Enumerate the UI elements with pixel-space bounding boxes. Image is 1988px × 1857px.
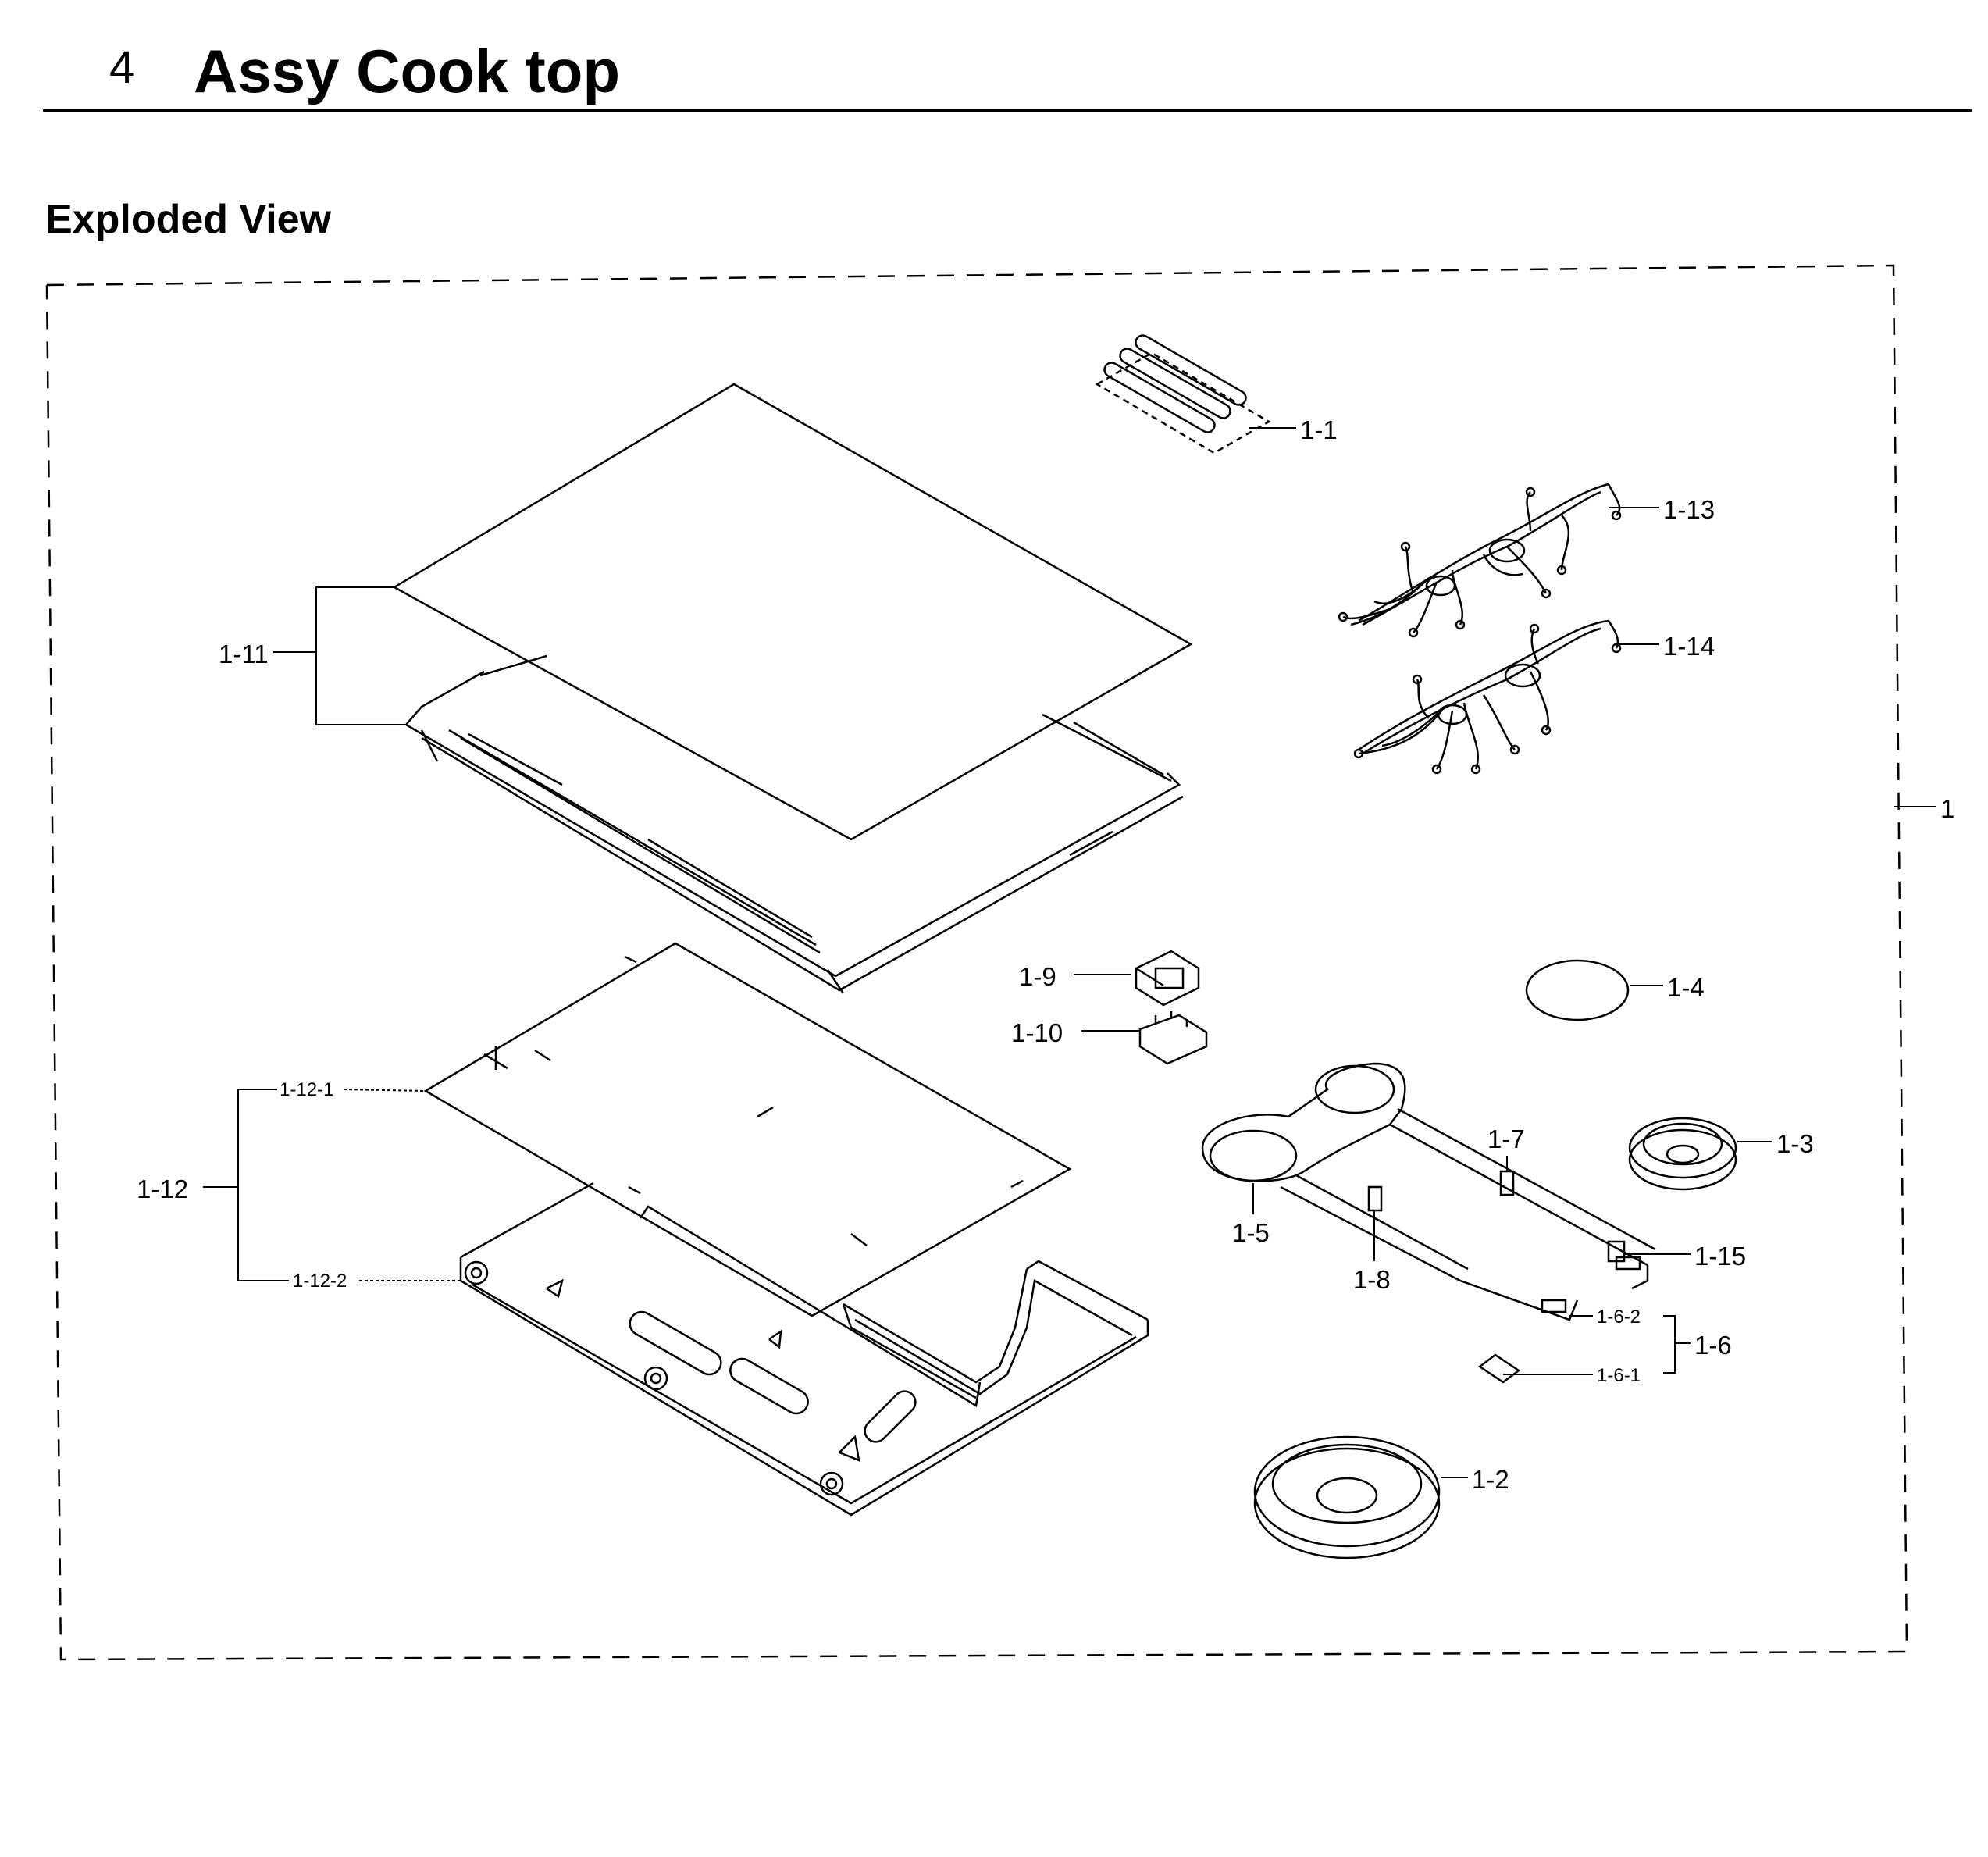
callout-1-14: 1-14 [1663, 632, 1715, 661]
part-1-9-module [1135, 950, 1200, 1007]
callout-1-13: 1-13 [1663, 495, 1715, 524]
part-1-15-connector [1607, 1240, 1626, 1263]
callout-1-6-1: 1-6-1 [1597, 1365, 1641, 1386]
part-1-13-wire-harness [1338, 483, 1622, 638]
callout-1-10: 1-10 [1011, 1018, 1063, 1047]
callout-1-15: 1-15 [1694, 1242, 1746, 1271]
callout-1-2: 1-2 [1472, 1465, 1509, 1494]
part-1-5-element-bracket [1201, 1062, 1656, 1321]
part-1-4-sensor-disk [1525, 959, 1630, 1021]
part-1-12-1-lower-glass [423, 942, 1072, 1317]
callout-1-12-1: 1-12-1 [280, 1079, 333, 1100]
section-number: 4 [109, 42, 135, 93]
part-1-1-clips [1095, 334, 1271, 454]
callout-1-7: 1-7 [1487, 1125, 1525, 1153]
leader-lines [203, 427, 1936, 1478]
part-1-2-large-element [1253, 1435, 1441, 1559]
part-1-3-small-element [1628, 1117, 1737, 1191]
callout-1-5: 1-5 [1232, 1218, 1270, 1247]
callout-1-12-2: 1-12-2 [293, 1271, 347, 1292]
callout-labels: 1-1 1-13 1-14 1-11 1 1-9 1-10 1-4 1-7 1-… [137, 415, 1954, 1494]
callout-1: 1 [1940, 794, 1954, 823]
part-1-12-2-bottom-pan [459, 1182, 1149, 1517]
callout-1-4: 1-4 [1667, 973, 1705, 1002]
section-subtitle: Exploded View [45, 197, 332, 242]
callout-1-12: 1-12 [137, 1174, 188, 1203]
callout-1-9: 1-9 [1019, 962, 1056, 991]
callout-1-3: 1-3 [1776, 1129, 1814, 1158]
callout-1-11: 1-11 [219, 640, 269, 668]
part-1-8-connector [1367, 1185, 1383, 1212]
part-1-14-wire-harness [1353, 619, 1622, 775]
page-title: Assy Cook top [194, 37, 621, 105]
callout-1-6: 1-6 [1694, 1331, 1732, 1360]
assembly-boundary [45, 264, 1908, 1661]
title-rule [43, 109, 1972, 112]
callout-1-8: 1-8 [1353, 1265, 1391, 1294]
part-1-10-terminal-block [1138, 1011, 1208, 1065]
part-1-6-1-plate [1477, 1353, 1521, 1384]
callout-1-6-2: 1-6-2 [1597, 1306, 1641, 1328]
callout-1-1: 1-1 [1300, 415, 1338, 444]
part-1-11-cooktop-glass [392, 383, 1193, 994]
